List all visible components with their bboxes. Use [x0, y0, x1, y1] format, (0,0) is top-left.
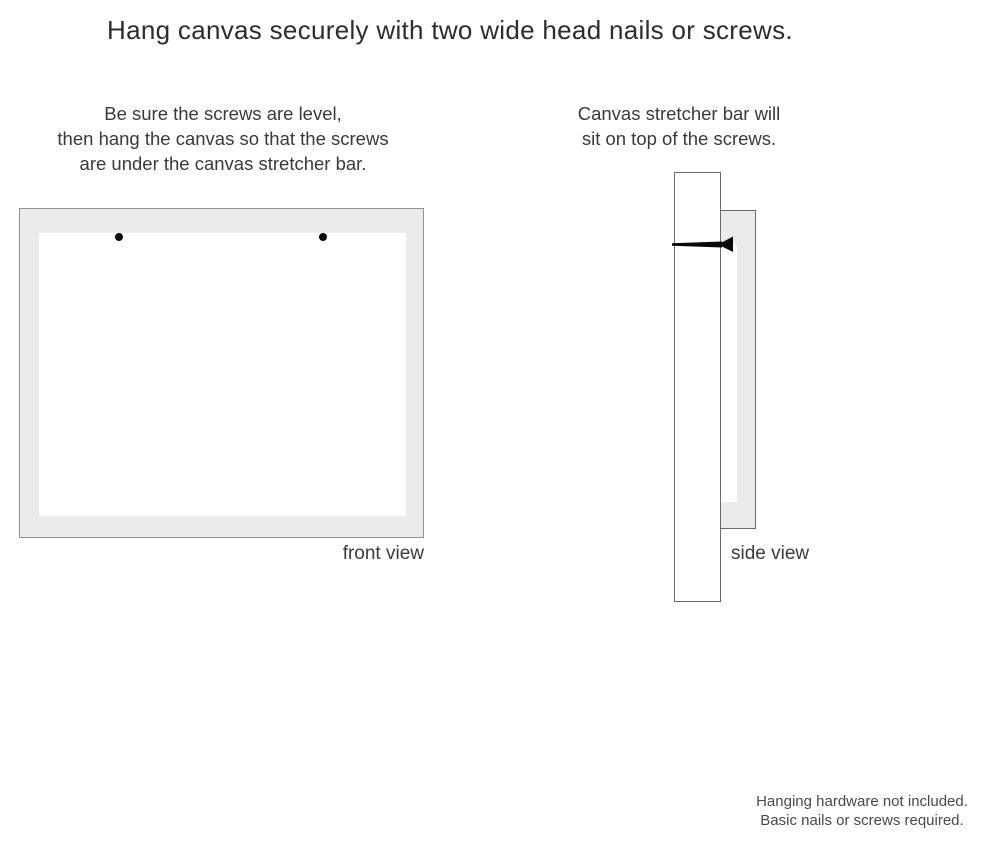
side-view-label: side view: [731, 543, 810, 564]
front-instruction-line-1: Be sure the screws are level,: [104, 103, 342, 124]
front-view-canvas-face: [39, 233, 406, 516]
front-view-canvas-frame: [19, 208, 424, 538]
front-instruction-line-2: then hang the canvas so that the screws: [57, 128, 389, 149]
nail-icon: [672, 236, 733, 252]
page-title: Hang canvas securely with two wide head …: [107, 15, 793, 45]
footer-note: Hanging hardware not included. Basic nai…: [722, 792, 990, 830]
side-instruction-line-2: sit on top of the screws.: [581, 128, 777, 149]
front-instruction-line-3: are under the canvas stretcher bar.: [79, 153, 367, 174]
side-instruction-line-1: Canvas stretcher bar will: [577, 103, 781, 124]
front-view-instructions: Be sure the screws are level, then hang …: [23, 101, 423, 176]
front-view-label: front view: [342, 543, 424, 564]
side-view-canvas-bar: [720, 210, 756, 529]
footer-line-1: Hanging hardware not included.: [756, 793, 968, 810]
side-view-canvas-inner: [721, 245, 737, 502]
side-view-instructions: Canvas stretcher bar will sit on top of …: [539, 101, 819, 151]
screw-head-dot-right: [319, 233, 327, 241]
screw-head-dot-left: [115, 233, 123, 241]
footer-line-2: Basic nails or screws required.: [760, 812, 964, 829]
